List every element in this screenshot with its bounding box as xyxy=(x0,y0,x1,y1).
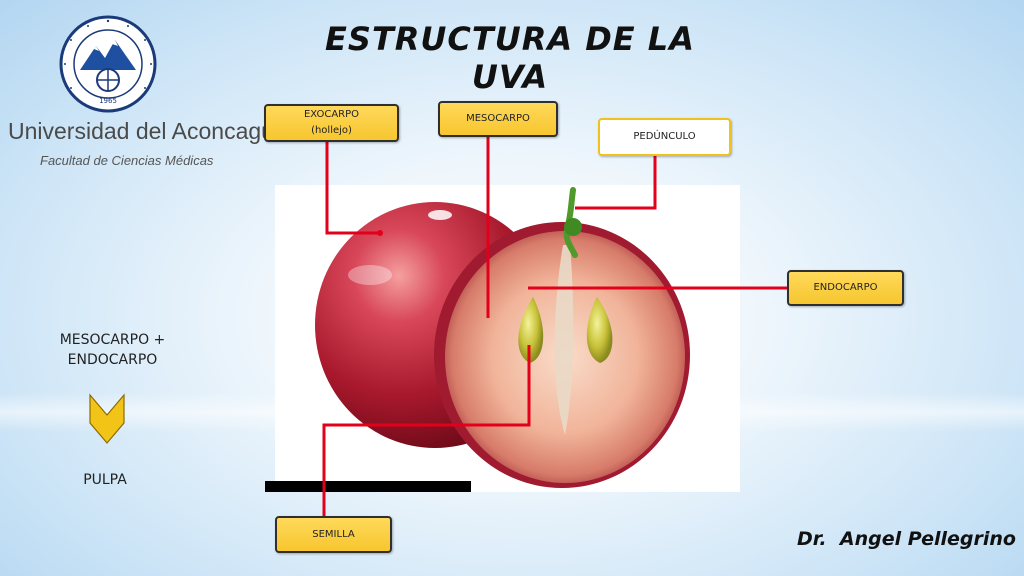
seed-left xyxy=(518,297,544,363)
seed-right xyxy=(586,297,613,363)
side-line2: ENDOCARPO xyxy=(67,352,158,368)
label-exocarpo-line1: EXOCARPO xyxy=(303,109,360,120)
author-name: Dr. Angel Pellegrino xyxy=(796,528,1016,550)
faculty-name: Facultad de Ciencias Médicas xyxy=(40,153,214,168)
university-name: Universidad del Aconcagua xyxy=(8,118,287,144)
scale-bar xyxy=(265,481,471,492)
exocarpo-pointer xyxy=(325,140,380,235)
slide-title: ESTRUCTURA DE LA UVA xyxy=(325,20,695,96)
label-endocarpo-text: ENDOCARPO xyxy=(813,282,878,293)
label-exocarpo: EXOCARPO (hollejo) xyxy=(264,104,399,142)
label-semilla: SEMILLA xyxy=(275,516,392,553)
label-exocarpo-line2: (hollejo) xyxy=(311,125,352,136)
label-pedunculo-text: PEDÚNCULO xyxy=(633,131,696,142)
pedunculo-pointer xyxy=(575,155,657,210)
label-mesocarpo-text: MESOCARPO xyxy=(466,113,530,124)
mesocarpo-endocarpo-note: MESOCARPO + ENDOCARPO xyxy=(40,330,185,370)
university-seal-logo: 1965 xyxy=(59,15,157,113)
pulpa-label: PULPA xyxy=(83,472,127,488)
label-endocarpo: ENDOCARPO xyxy=(787,270,904,306)
label-pedunculo: PEDÚNCULO xyxy=(598,118,731,156)
label-semilla-text: SEMILLA xyxy=(312,528,355,540)
side-line1: MESOCARPO + xyxy=(59,332,166,348)
label-mesocarpo: MESOCARPO xyxy=(438,101,558,137)
semilla-pointer xyxy=(322,345,531,516)
chevron-down-icon xyxy=(89,393,125,444)
grape-photo xyxy=(275,185,740,492)
seal-year: 1965 xyxy=(99,97,117,105)
